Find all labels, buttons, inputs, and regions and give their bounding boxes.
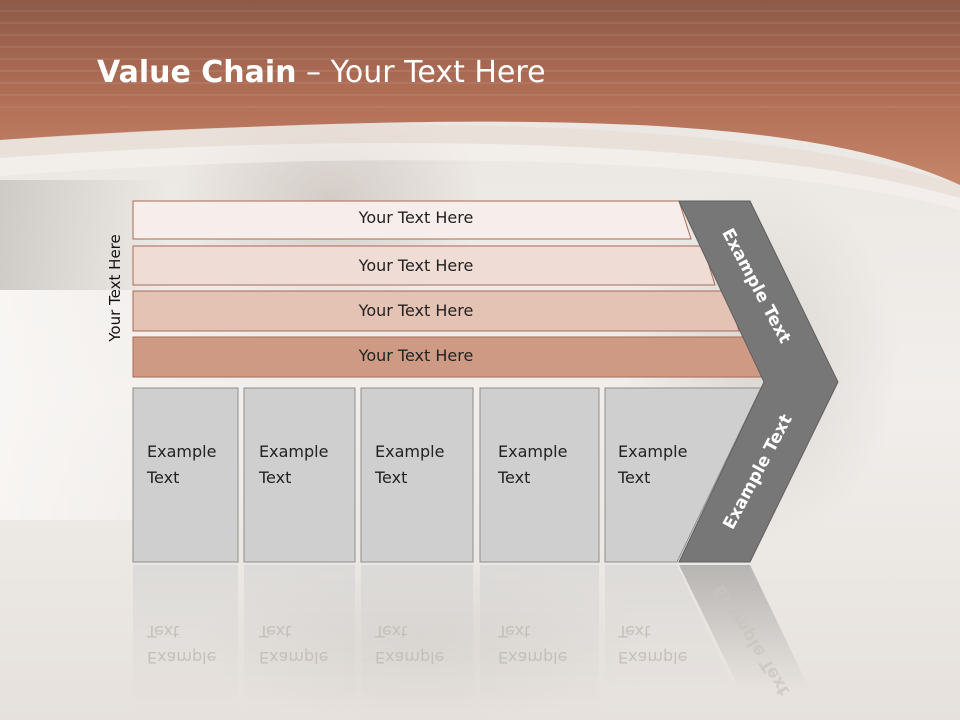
box-label-3-line2: Text <box>375 468 408 487</box>
box-label-4: Example Text <box>498 439 598 491</box>
box-label-5: Example Text <box>618 439 718 491</box>
box-5 <box>604 387 762 563</box>
row-label-1: Your Text Here <box>358 208 474 227</box>
box-reflection-5-line2: Text <box>618 622 651 641</box>
box-4 <box>479 387 600 563</box>
row-bar-2 <box>132 245 716 286</box>
row-bar-1 <box>132 200 692 240</box>
box-reflection-4-line1: Example <box>498 648 568 667</box>
box-reflection-1-line2: Text <box>147 622 180 641</box>
chevron-arrow <box>678 200 839 563</box>
box-label-1-line2: Text <box>147 468 180 487</box>
box-label-2-line2: Text <box>259 468 292 487</box>
box-label-5-line2: Text <box>618 468 651 487</box>
box-reflection-4-line2: Text <box>498 622 531 641</box>
row-label-2: Your Text Here <box>358 256 474 275</box>
box-label-2: Example Text <box>259 439 359 491</box>
slide-title: Value Chain – Your Text Here <box>97 55 546 90</box>
box-1 <box>132 387 239 563</box>
box-reflection-4: Example Text <box>498 618 598 670</box>
box-reflection-5-line1: Example <box>618 648 688 667</box>
box-reflection-3-line1: Example <box>375 648 445 667</box>
vertical-axis-label: Your Text Here <box>106 234 124 342</box>
box-reflection-1-line1: Example <box>147 648 217 667</box>
box-reflection-2-line2: Text <box>259 622 292 641</box>
row-label-4: Your Text Here <box>358 346 474 365</box>
header-swoosh-light <box>0 142 960 210</box>
reflection <box>133 565 810 715</box>
box-reflection-2-line1: Example <box>259 648 329 667</box>
box-reflection-2: Example Text <box>259 618 359 670</box>
box-2 <box>243 387 356 563</box>
header-swoosh <box>0 124 960 198</box>
title-rest: – Your Text Here <box>296 55 546 90</box>
box-label-4-line2: Text <box>498 468 531 487</box>
box-reflection-5: Example Text <box>618 618 718 670</box>
box-label-2-line1: Example <box>259 442 329 461</box>
stripe-texture <box>0 10 960 108</box>
box-label-1: Example Text <box>147 439 247 491</box>
box-label-4-line1: Example <box>498 442 568 461</box>
box-label-5-line1: Example <box>618 442 688 461</box>
box-label-3: Example Text <box>375 439 475 491</box>
row-label-3: Your Text Here <box>358 301 474 320</box>
title-bold: Value Chain <box>97 55 297 90</box>
box-label-1-line1: Example <box>147 442 217 461</box>
header-band <box>0 0 960 185</box>
row-bar-3 <box>132 290 740 332</box>
box-reflection-1: Example Text <box>147 618 247 670</box>
box-label-3-line1: Example <box>375 442 445 461</box>
box-3 <box>360 387 474 563</box>
box-reflection-3: Example Text <box>375 618 475 670</box>
box-reflection-3-line2: Text <box>375 622 408 641</box>
